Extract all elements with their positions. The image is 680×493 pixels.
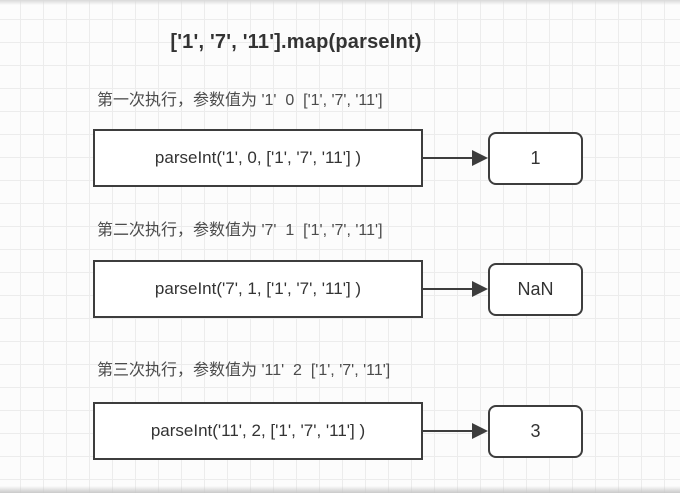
arrow-head [472,423,488,439]
arrow-shaft [423,157,472,159]
step3-label: 第三次执行，参数值为 '11' 2 ['1', '7', '11'] [97,362,391,379]
step1-result-text: 1 [530,147,541,168]
photo-edge-top [0,0,680,5]
arrow-right-icon [423,281,488,297]
step2-row: parseInt('7', 1, ['1', '7', '11'] ) NaN [93,260,583,318]
step1-row: parseInt('1', 0, ['1', '7', '11'] ) 1 [93,129,583,187]
step3-call-box: parseInt('11', 2, ['1', '7', '11'] ) [93,402,423,460]
step1-label: 第一次执行，参数值为 '1' 0 ['1', '7', '11'] [97,92,383,109]
step1-call-box: parseInt('1', 0, ['1', '7', '11'] ) [93,129,423,187]
step3-call-text: parseInt('11', 2, ['1', '7', '11'] ) [150,421,366,440]
arrow-right-icon [423,423,488,439]
arrow-right-icon [423,150,488,166]
step1-call-text: parseInt('1', 0, ['1', '7', '11'] ) [154,148,362,167]
arrow-head [472,281,488,297]
step2-call-box: parseInt('7', 1, ['1', '7', '11'] ) [93,260,423,318]
arrow-shaft [423,288,472,290]
step2-label: 第二次执行，参数值为 '7' 1 ['1', '7', '11'] [97,222,383,239]
step2-call-text: parseInt('7', 1, ['1', '7', '11'] ) [154,279,362,298]
step3-result-text: 3 [530,420,541,441]
photo-edge-bottom [0,486,680,493]
diagram-title: ['1', '7', '11'].map(parseInt) [170,31,422,53]
step3-result-box: 3 [488,404,583,458]
step2-result-text: NaN [517,278,554,299]
arrow-head [472,150,488,166]
arrow-shaft [423,430,472,432]
step2-result-box: NaN [488,262,583,316]
step3-row: parseInt('11', 2, ['1', '7', '11'] ) 3 [93,402,583,460]
step1-result-box: 1 [488,131,583,185]
